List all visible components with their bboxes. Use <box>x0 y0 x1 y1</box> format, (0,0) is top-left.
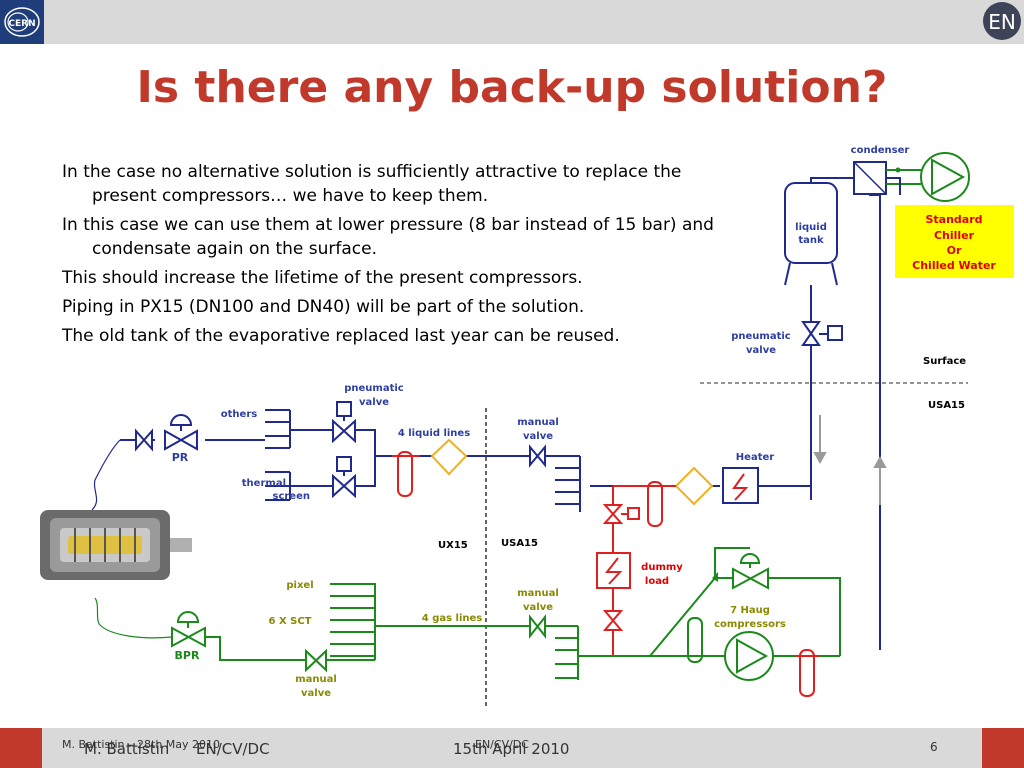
gas-lines-label: 4 gas lines <box>422 613 483 624</box>
svg-text:manual: manual <box>295 674 337 685</box>
filter-right <box>640 481 670 527</box>
svg-text:pneumatic: pneumatic <box>731 331 791 342</box>
thermal-screen-label-2: screen <box>273 491 311 502</box>
svg-text:valve: valve <box>523 431 553 442</box>
chiller-pump <box>886 152 970 202</box>
footer-bar <box>42 728 982 768</box>
chiller-box: Standard Chiller Or Chilled Water <box>895 205 1014 278</box>
top-bar <box>0 0 1024 44</box>
sct-label: 6 X SCT <box>269 616 312 627</box>
flow-arrows <box>813 415 887 505</box>
red-valve-2 <box>602 610 624 631</box>
page-number: 6 <box>930 740 938 754</box>
surface-label: Surface <box>923 356 966 367</box>
pneumatic-valve-left-label-2: valve <box>359 397 389 408</box>
footer-accent-right <box>982 728 1024 768</box>
liquid-lines-label: 4 liquid lines <box>398 428 470 439</box>
footer-author: M. Battistin <box>84 740 170 758</box>
heater: Heater <box>722 452 774 504</box>
haug-label: 7 Haug <box>730 605 770 616</box>
surface-piping <box>810 177 901 650</box>
pneumatic-valve-left-label: pneumatic <box>344 383 404 394</box>
manual-valve-bottom: manual valve <box>295 648 337 699</box>
svg-text:Chiller: Chiller <box>934 229 975 242</box>
compressor <box>724 631 774 681</box>
detector-image <box>40 510 192 580</box>
bullet-item: This should increase the lifetime of the… <box>62 268 583 288</box>
bullet-item: In the case no alternative solution is s… <box>62 162 682 206</box>
svg-text:PR: PR <box>172 451 189 464</box>
pr-valve: PR <box>135 414 198 464</box>
svg-text:dummy: dummy <box>641 562 683 573</box>
bullet-item: The old tank of the evaporative replaced… <box>62 326 620 346</box>
red-valve-1 <box>602 504 640 524</box>
compressor-filter <box>680 617 710 663</box>
haug-label-2: compressors <box>714 619 786 630</box>
slide-title: Is there any back-up solution? <box>136 62 888 113</box>
gas-line-piping <box>205 547 841 680</box>
pixel-label: pixel <box>286 580 313 591</box>
svg-text:condenser: condenser <box>851 145 910 156</box>
compressor-outlet-filter <box>795 649 820 697</box>
cern-logo: CERN <box>0 0 44 44</box>
dummy-load: dummy load <box>596 552 683 589</box>
footer-accent-left <box>0 728 42 768</box>
liquid-filter <box>392 451 420 497</box>
liquid-tank: liquid tank <box>784 182 838 286</box>
detector-link-blue <box>91 439 121 511</box>
manual-valve-mid: manual valve <box>517 588 559 639</box>
heat-exchanger-right <box>674 466 714 506</box>
svg-text:valve: valve <box>301 688 331 699</box>
svg-text:valve: valve <box>746 345 776 356</box>
svg-text:liquid: liquid <box>795 222 827 233</box>
svg-text:Standard: Standard <box>925 213 982 226</box>
bypass-arrow <box>712 572 718 582</box>
svg-text:CERN: CERN <box>8 19 35 29</box>
bpr-valve: BPR <box>171 611 206 662</box>
svg-text:EN: EN <box>988 10 1016 34</box>
pneumatic-valve-left-2 <box>332 456 356 499</box>
usa15-right-label: USA15 <box>928 400 965 411</box>
svg-text:load: load <box>645 576 669 587</box>
bullet-list: In the case no alternative solution is s… <box>62 160 722 353</box>
svg-text:Chilled Water: Chilled Water <box>912 259 996 272</box>
usa15-center-label: USA15 <box>501 538 538 549</box>
bullet-item: In this case we can use them at lower pr… <box>62 215 714 259</box>
pneumatic-valve-top: pneumatic valve <box>731 321 843 356</box>
thermal-screen-label: thermal <box>242 478 286 489</box>
svg-text:manual: manual <box>517 588 559 599</box>
manual-valve-top: manual valve <box>517 417 559 468</box>
svg-text:valve: valve <box>523 602 553 613</box>
detector-link-green <box>94 597 173 639</box>
compressor-bypass-valve <box>732 553 769 590</box>
heat-exchanger-left <box>430 438 468 476</box>
svg-text:Heater: Heater <box>736 452 774 463</box>
svg-text:tank: tank <box>798 235 824 246</box>
footer-dept: EN/CV/DC <box>196 740 270 758</box>
svg-text:manual: manual <box>517 417 559 428</box>
cooling-schematic: liquid tank condenser Standard Chiller O… <box>40 145 1014 706</box>
footer-overlay-mid: EN/CV/DC <box>475 738 529 751</box>
others-label: others <box>221 409 257 420</box>
ux15-label: UX15 <box>438 540 468 551</box>
svg-text:BPR: BPR <box>175 649 200 662</box>
pneumatic-valve-left-1 <box>332 401 356 444</box>
bullet-item: Piping in PX15 (DN100 and DN40) will be … <box>62 297 585 317</box>
footer-overlay-small: M. Battistin – 28th May 2010 <box>62 738 221 751</box>
svg-text:Or: Or <box>947 244 962 257</box>
en-logo: EN <box>980 0 1024 44</box>
liquid-line-piping <box>120 409 812 512</box>
footer-date: 15th April 2010 <box>453 740 570 758</box>
